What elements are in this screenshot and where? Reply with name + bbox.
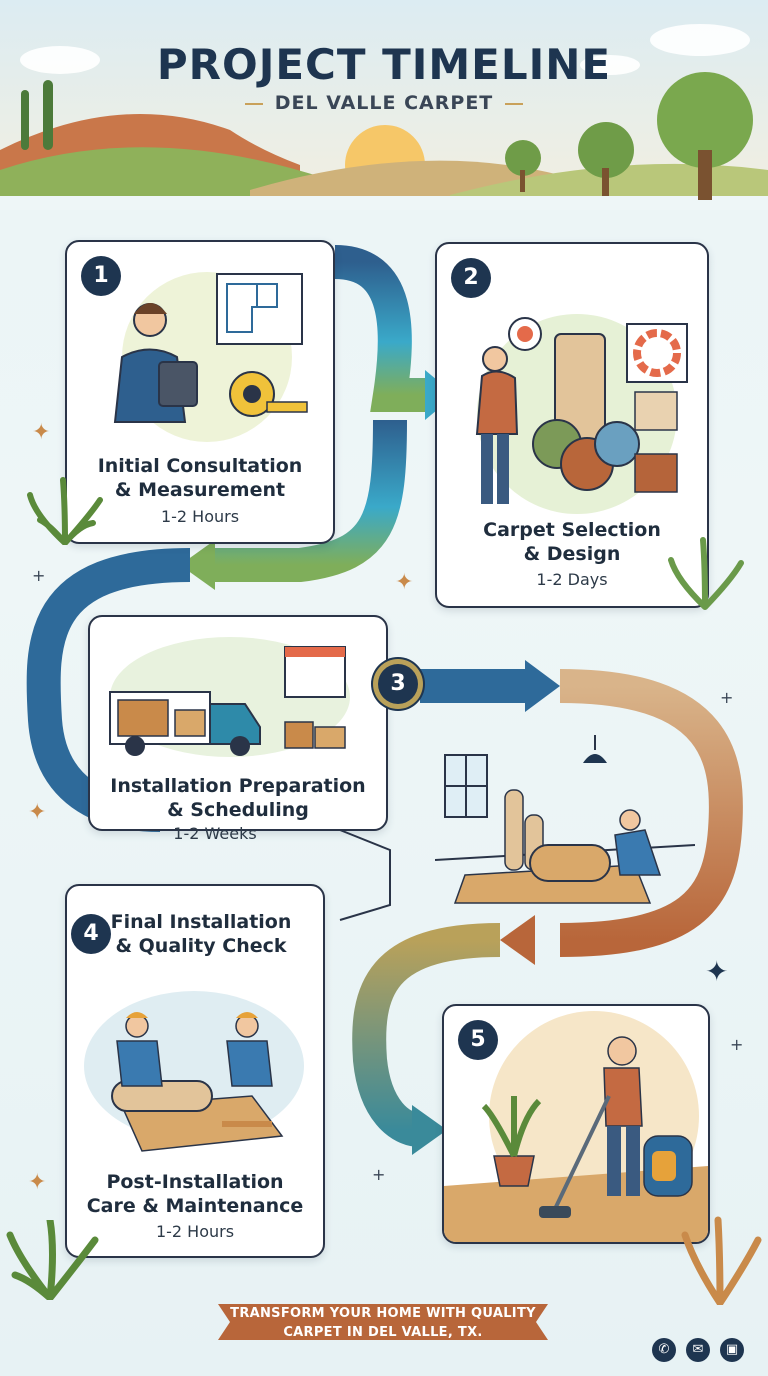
post-install-title-line1: Post-Installation <box>106 1171 284 1193</box>
consultation-illustration <box>113 272 308 442</box>
plus-icon: + <box>32 566 46 585</box>
sparkle-icon: ✦ <box>32 420 51 445</box>
sparkle-icon: ✦ <box>705 955 729 988</box>
page-title: PROJECT TIMELINE <box>156 40 612 89</box>
step-2-badge: 2 <box>451 258 491 298</box>
page-subtitle: DEL VALLE CARPET <box>0 92 768 114</box>
carpet-installation-illustration <box>435 735 695 904</box>
sparkle-icon: ✦ <box>28 1170 47 1195</box>
plus-icon: + <box>372 1165 386 1184</box>
plant-icon <box>681 1216 762 1305</box>
carpet-selection-illustration <box>475 314 688 514</box>
sparkle-icon: ✦ <box>395 570 414 595</box>
step-1-title-line2: & Measurement <box>114 479 286 501</box>
plant-icon <box>27 477 103 545</box>
step-1-card: 1 Initial Consultation & Measurement 1-2… <box>65 240 335 544</box>
arrow-3-4 <box>559 669 743 957</box>
step-1-duration: 1-2 Hours <box>160 507 240 526</box>
step-3-card: Installation Preparation & Scheduling <box>88 615 388 831</box>
arrow-4-5 <box>352 923 501 1147</box>
step-3-title-line2: & Scheduling <box>167 799 309 821</box>
plus-icon: + <box>730 1035 744 1054</box>
plus-icon: + <box>720 688 734 707</box>
landscape-illustration <box>0 0 768 210</box>
footer-banner: TRANSFORM YOUR HOME WITH QUALITY CARPET … <box>218 1300 548 1350</box>
banner-line1: TRANSFORM YOUR HOME WITH QUALITY <box>230 1306 536 1321</box>
step-1-title-line1: Initial Consultation <box>97 455 303 477</box>
post-install-duration: 1-2 Hours <box>155 1222 235 1241</box>
delivery-truck-illustration <box>109 637 350 757</box>
gallery-icon[interactable]: ▣ <box>720 1338 744 1362</box>
step-4-badge: 4 <box>71 914 111 954</box>
step-3-duration: 1-2 Weeks <box>173 824 257 843</box>
banner-ribbon <box>218 1304 548 1340</box>
plant-icon <box>668 537 744 610</box>
step-2-title-line1: Carpet Selection <box>483 519 661 541</box>
step-5-card: 5 <box>442 1004 710 1244</box>
step-4-card: 4 Final Installation & Quality Check Pos… <box>65 884 325 1258</box>
step-1-badge: 1 <box>81 256 121 296</box>
banner-line2: CARPET IN DEL VALLE, TX. <box>283 1325 483 1340</box>
step-2-card: 2 Carpet Selection & Design 1-2 Days <box>435 242 709 608</box>
vacuum-cleaning-illustration <box>444 1011 708 1242</box>
step-3-title-line1: Installation Preparation <box>110 775 366 797</box>
plant-icon <box>6 1220 99 1300</box>
arrow-2-3 <box>210 419 407 582</box>
step-5-badge: 5 <box>458 1020 498 1060</box>
header-landscape <box>0 0 768 210</box>
step-2-duration: 1-2 Days <box>536 570 608 589</box>
sparkle-icon: ✦ <box>28 800 47 825</box>
quality-check-illustration <box>84 991 304 1152</box>
step-4-title-line2: & Quality Check <box>115 935 287 957</box>
email-icon[interactable]: ✉ <box>686 1338 710 1362</box>
arrow-1-2 <box>333 245 430 412</box>
step-4-title-line1: Final Installation <box>110 911 292 933</box>
phone-icon[interactable]: ✆ <box>652 1338 676 1362</box>
post-install-title-line2: Care & Maintenance <box>86 1195 304 1217</box>
step-3-badge: 3 <box>378 664 418 704</box>
step-2-title-line2: & Design <box>523 543 621 565</box>
